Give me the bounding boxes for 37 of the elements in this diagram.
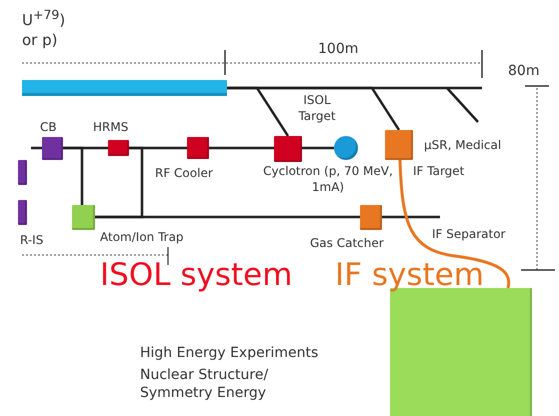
experiment-label: High Energy Experiments — [140, 344, 318, 362]
dimension-label: 100m — [318, 40, 358, 58]
device-label: Gas Catcher — [310, 235, 384, 251]
device-label: μSR, Medical — [424, 137, 502, 153]
device-label: Atom/Ion Trap — [100, 229, 184, 245]
device-label: HRMS — [93, 119, 128, 135]
beam-pipe — [22, 80, 227, 96]
catcher-box — [360, 205, 382, 230]
device-box — [42, 137, 63, 160]
device-label: RF Cooler — [155, 165, 213, 181]
device-label: Cyclotron (p, 70 MeV, 1mA) — [262, 163, 394, 195]
device-box — [18, 200, 27, 225]
charge-state-label: or p) — [22, 30, 58, 50]
beam-line — [382, 216, 440, 218]
charge-state-label: U$^{+79}$) — [22, 6, 66, 30]
beam-line — [209, 146, 274, 150]
device-box — [108, 140, 129, 156]
trap-box — [72, 205, 95, 230]
target-box — [385, 130, 413, 160]
device-box — [187, 137, 209, 159]
beam-line — [31, 146, 42, 150]
beam-line — [302, 146, 334, 150]
device-label: IF Separator — [432, 226, 506, 242]
target-box — [274, 136, 302, 162]
device-label: IF Target — [413, 163, 464, 179]
dimension-label: 80m — [508, 62, 540, 80]
beam-line — [95, 216, 360, 218]
cyclotron-circle — [334, 136, 358, 160]
experiment-label: Nuclear Structure/ Symmetry Energy — [140, 366, 270, 402]
device-label: CB — [40, 119, 57, 135]
device-label: ISOL Target — [297, 92, 337, 124]
system-title: IF system — [335, 256, 484, 295]
system-title: ISOL system — [100, 256, 292, 295]
device-box — [18, 160, 27, 185]
beam-line — [63, 146, 84, 205]
beam-line — [226, 86, 484, 124]
device-label: R-IS — [20, 232, 44, 248]
